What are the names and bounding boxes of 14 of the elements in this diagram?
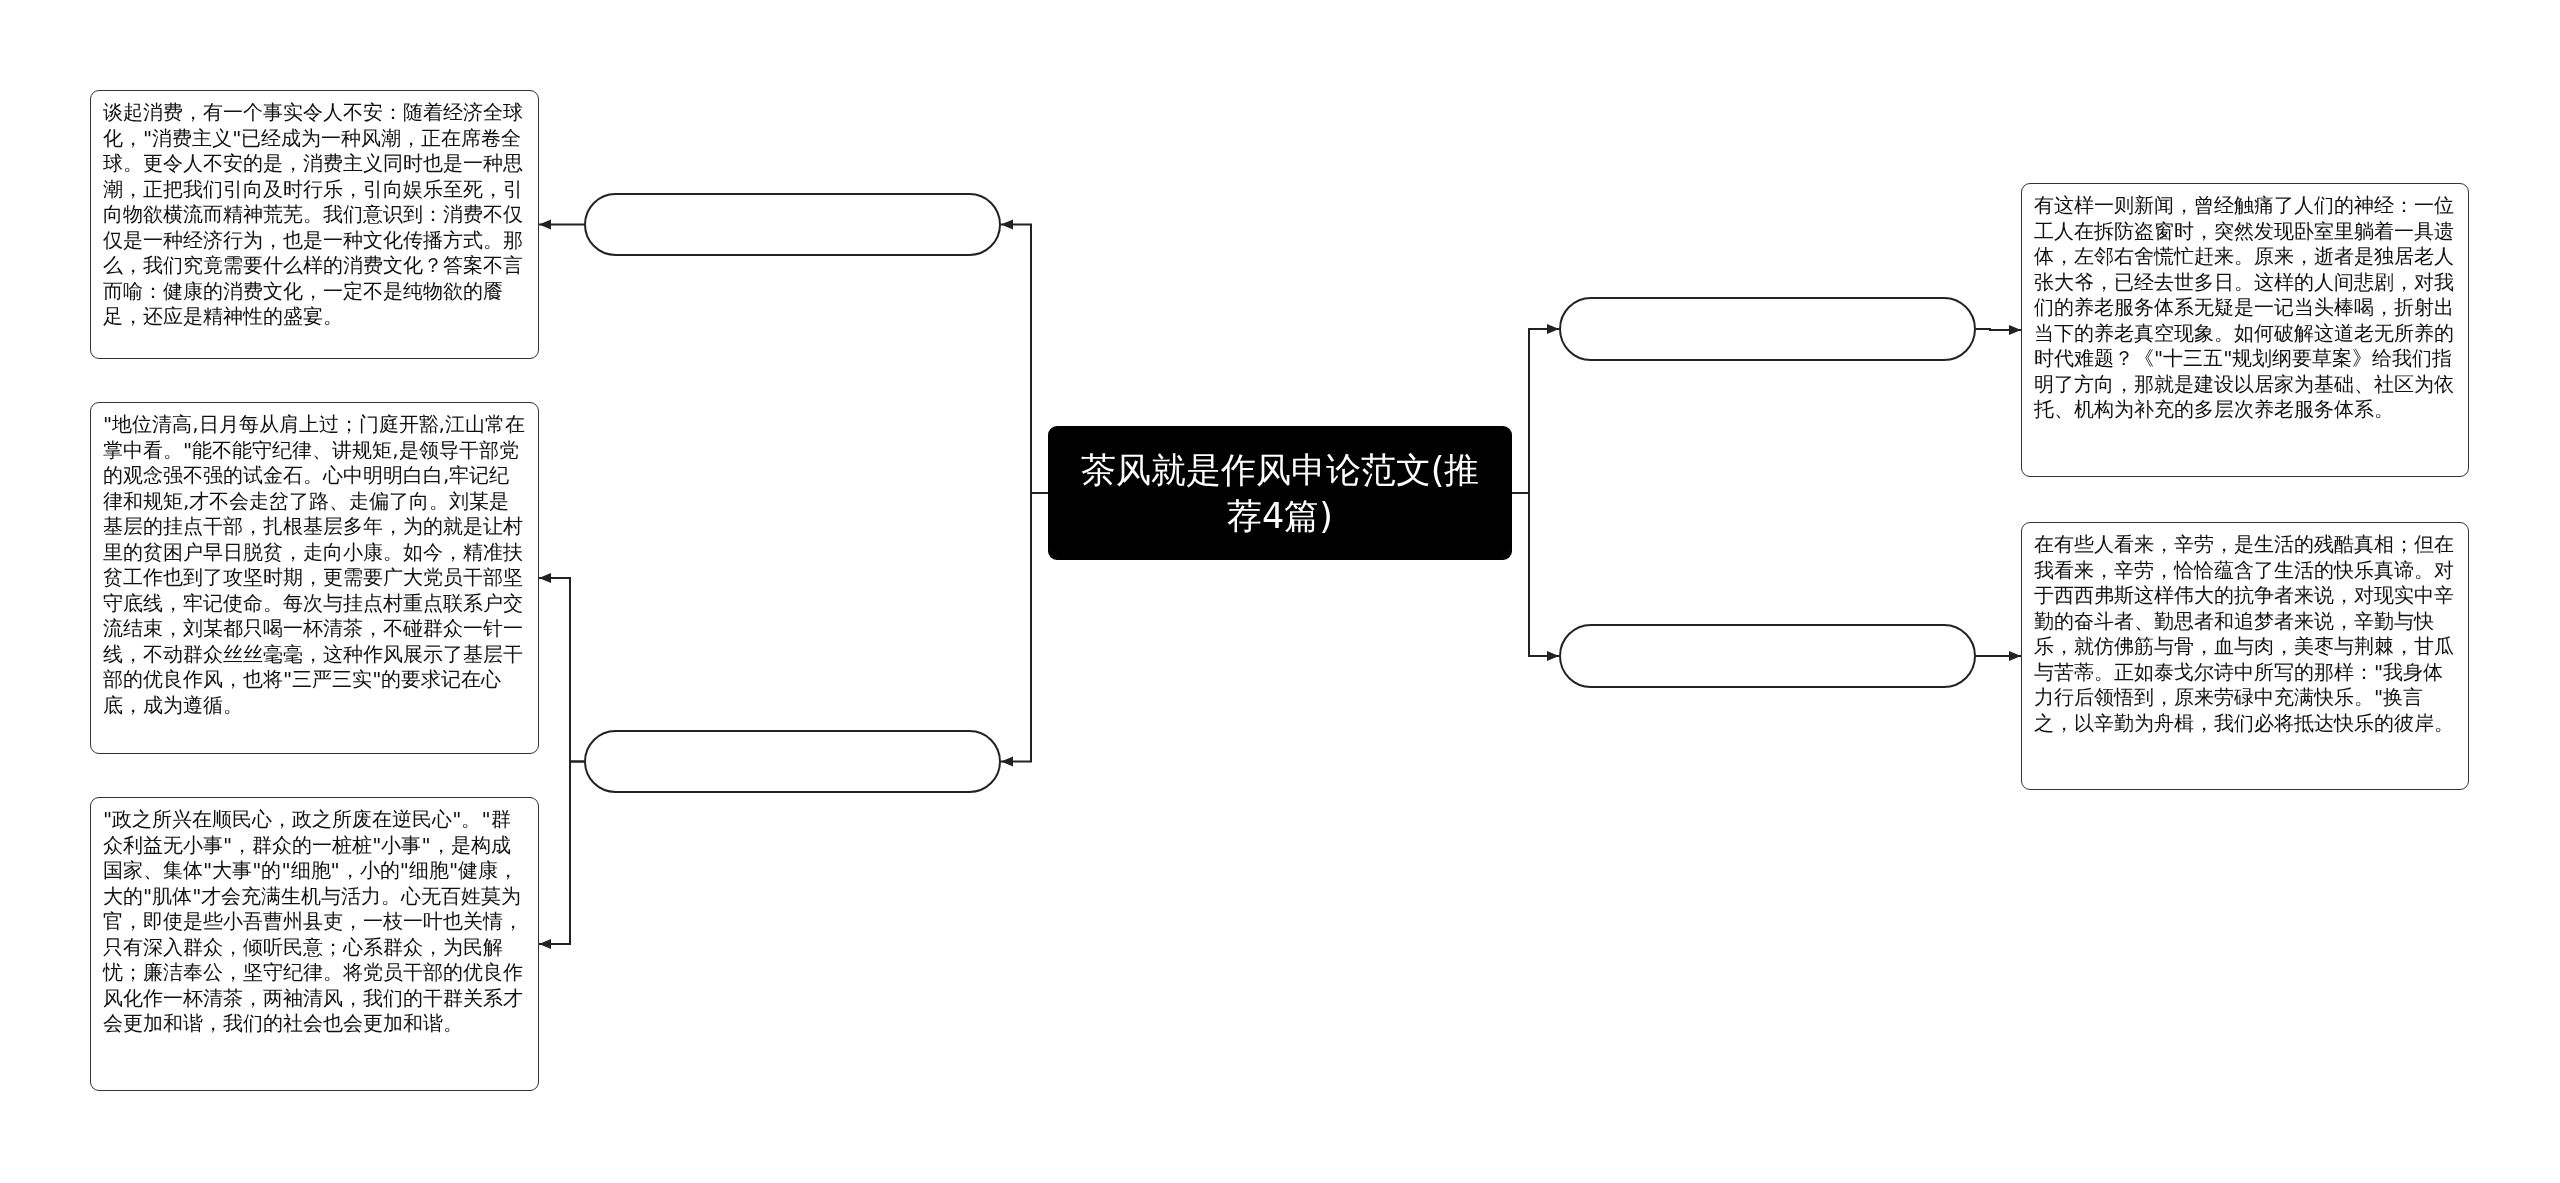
connector-arrow xyxy=(538,760,585,949)
connector-arrow xyxy=(1511,492,1560,661)
text-box: "政之所兴在顺民心，政之所废在逆民心"。"群众利益无小事"，群众的一桩桩"小事"，是构成国家、集体"大事"的"细胞"，小的"细胞"健康，大的"肌体"才会充满生机与活力。心无百姓莫为官，即使是些小吾曹州县吏，一枝一叶也关情，只有深入群众，倾听民意；心系群众，为民解忧；廉洁奉公，坚守纪律。将党员干部的优良作风化作一杯清茶，两袖清风，我们的干群关系才会更加和谐，我们的社会也会更加和谐。 xyxy=(90,797,539,1091)
topic-box xyxy=(1559,297,1976,361)
connector-arrow xyxy=(1975,325,2022,335)
title-box: 茶风就是作风申论范文(推荐4篇) xyxy=(1048,426,1512,560)
connector-arrow xyxy=(538,219,585,230)
text-box: "地位清高,日月每从肩上过；门庭开豁,江山常在掌中看。"能不能守纪律、讲规矩,是领导干部党的观念强不强的试金石。心中明明白白,牢记纪律和规矩,才不会走岔了路、走偏了向。刘某是基层的挂点干部，扎根基层多年，为的就是让村里的贫困户早日脱贫，走向小康。如今，精准扶贫工作也到了攻坚时期，更需要广大党员干部坚守底线，牢记使命。每次与挂点村重点联系户交流结束，刘某都只喝一杯清茶，不碰群众一针一线，不动群众丝丝毫毫，这种作风展示了基层干部的优良作风，也将"三严三实"的要求记在心底，成为遵循。 xyxy=(90,402,539,754)
connector-arrow xyxy=(1975,651,2022,661)
text-box: 在有些人看来，辛劳，是生活的残酷真相；但在我看来，辛劳，恰恰蕴含了生活的快乐真谛。对于西西弗斯这样伟大的抗争者来说，对现实中辛勤的奋斗者、勤思者和追梦者来说，辛勤与快乐，就仿佛筋与骨，血与肉，美枣与荆棘，甘瓜与苦蒂。正如泰戈尔诗中所写的那样："我身体力行后领悟到，原来劳碌中充满快乐。"换言之，以辛勤为舟楫，我们必将抵达快乐的彼岸。 xyxy=(2021,522,2469,790)
topic-box xyxy=(1559,624,1976,688)
text-box: 有这样一则新闻，曾经触痛了人们的神经：一位工人在拆防盗窗时，突然发现卧室里躺着一具遗体，左邻右舍慌忙赶来。原来，逝者是独居老人张大爷，已经去世多日。这样的人间悲剧，对我们的养老服务体系无疑是一记当头棒喝，折射出当下的养老真空现象。如何破解这道老无所养的时代难题？《"十三五"规划纲要草案》给我们指明了方向，那就是建设以居家为基础、社区为依托、机构为补充的多层次养老服务体系。 xyxy=(2021,183,2469,477)
text-box: 谈起消费，有一个事实令人不安：随着经济全球化，"消费主义"已经成为一种风潮，正在席卷全球。更令人不安的是，消费主义同时也是一种思潮，正把我们引向及时行乐，引向娱乐至死，引向物欲横流而精神荒芜。我们意识到：消费不仅仅是一种经济行为，也是一种文化传播方式。那么，我们究竟需要什么样的消费文化？答案不言而喻：健康的消费文化，一定不是纯物欲的餍足，还应是精神性的盛宴。 xyxy=(90,90,539,359)
connector-arrow xyxy=(1000,492,1049,767)
